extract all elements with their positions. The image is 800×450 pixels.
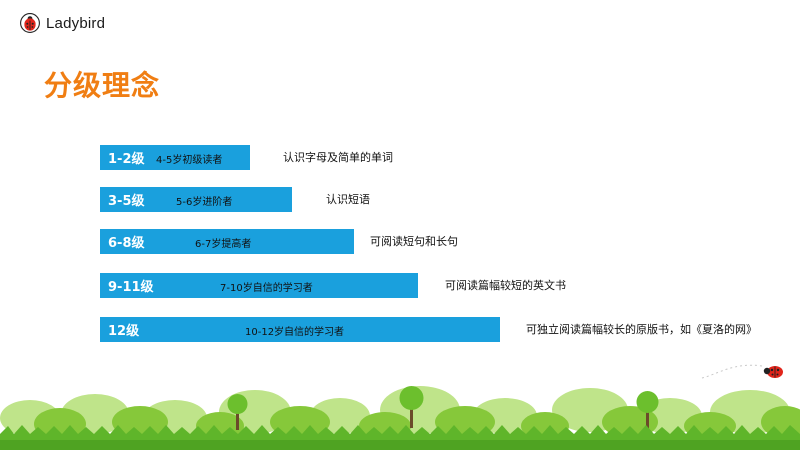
level-audience: 10-12岁自信的学习者 bbox=[245, 327, 345, 338]
level-audience: 7-10岁自信的学习者 bbox=[220, 283, 313, 294]
level-audience: 6-7岁提高者 bbox=[195, 239, 252, 250]
level-label: 1-2级 bbox=[108, 152, 145, 167]
ladybug-icon bbox=[20, 13, 40, 33]
ladybug-icon bbox=[763, 366, 783, 378]
level-label: 6-8级 bbox=[108, 236, 145, 251]
level-description: 认识字母及简单的单词 bbox=[283, 151, 393, 164]
level-audience: 4-5岁初级读者 bbox=[156, 155, 223, 166]
level-bar bbox=[100, 229, 354, 254]
level-description: 可独立阅读篇幅较长的原版书，如《夏洛的网》 bbox=[526, 323, 757, 336]
level-audience: 5-6岁进阶者 bbox=[176, 197, 233, 208]
level-bar bbox=[100, 187, 292, 212]
level-label: 9-11级 bbox=[108, 280, 154, 295]
page-title: 分级理念 bbox=[44, 69, 161, 102]
level-bar bbox=[100, 273, 418, 298]
level-description: 可阅读篇幅较短的英文书 bbox=[445, 279, 566, 292]
brand-logo: Ladybird bbox=[20, 13, 105, 33]
level-label: 3-5级 bbox=[108, 194, 145, 209]
level-bar bbox=[100, 145, 250, 170]
level-label: 12级 bbox=[108, 324, 140, 339]
grass-ground bbox=[0, 386, 800, 450]
brand-name: Ladybird bbox=[46, 14, 106, 32]
level-description: 可阅读短句和长句 bbox=[370, 235, 458, 248]
level-bar bbox=[100, 317, 500, 342]
level-description: 认识短语 bbox=[326, 193, 370, 206]
